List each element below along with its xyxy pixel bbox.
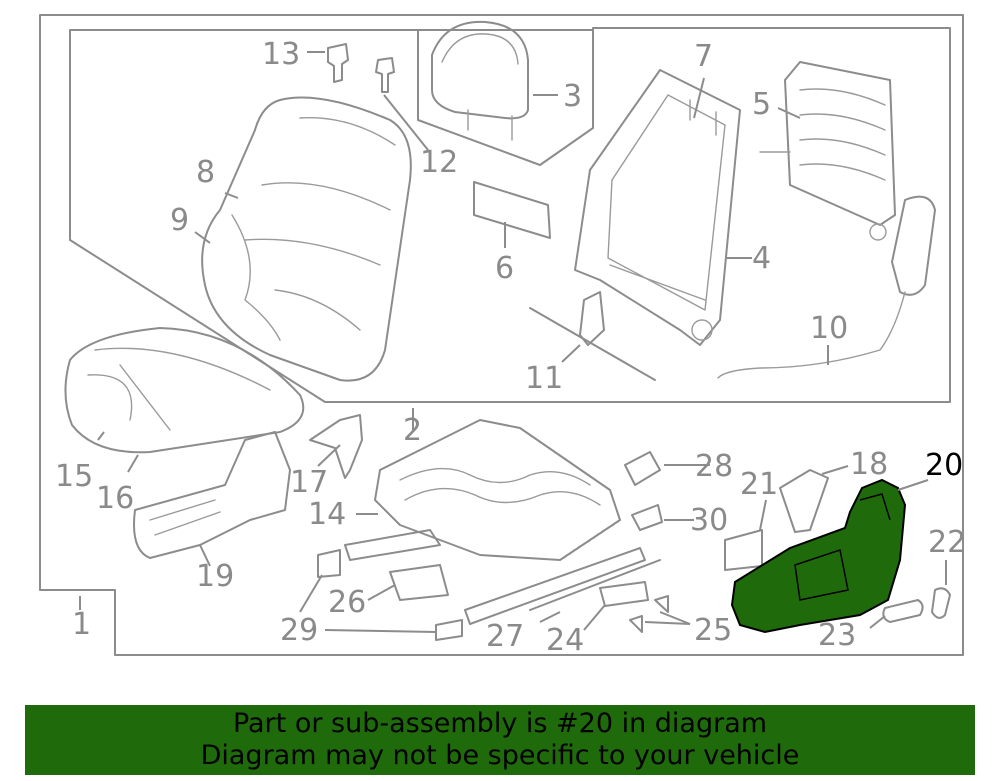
part-30	[631, 504, 663, 531]
lumbar-support-part	[759, 61, 896, 241]
callout-17: 17	[290, 465, 328, 500]
callout-25: 25	[694, 613, 732, 648]
callout-24: 24	[546, 623, 584, 658]
callout-7: 7	[694, 39, 713, 74]
callout-10: 10	[810, 311, 848, 346]
callout-19: 19	[196, 559, 234, 594]
disclaimer-banner: Part or sub-assembly is #20 in diagram D…	[25, 705, 975, 775]
assembly-frame	[39, 14, 964, 656]
callout-18: 18	[850, 447, 888, 482]
callout-30: 30	[690, 503, 728, 538]
recliner-shaft-part	[529, 291, 656, 381]
callout-26: 26	[328, 585, 366, 620]
callout-20-highlighted: 20	[925, 448, 963, 483]
callout-22: 22	[928, 525, 966, 560]
seat-frame-part	[344, 419, 661, 625]
part-29	[317, 549, 463, 641]
banner-line-part-number: Part or sub-assembly is #20 in diagram	[232, 708, 768, 739]
callout-3: 3	[563, 79, 582, 114]
cover-part-17	[309, 414, 363, 479]
part-18	[779, 469, 829, 533]
seat-side-cover-highlighted	[730, 478, 907, 634]
callout-28: 28	[695, 449, 733, 484]
seat-cushion-part	[64, 327, 305, 454]
callout-11: 11	[525, 361, 563, 396]
clip-part	[327, 43, 395, 93]
side-airbag-part	[717, 195, 936, 379]
callout-27: 27	[486, 619, 524, 654]
callout-12: 12	[420, 145, 458, 180]
callout-5: 5	[752, 87, 771, 122]
callout-4: 4	[752, 241, 771, 276]
callout-6: 6	[495, 251, 514, 286]
seatback-frame-part	[574, 69, 741, 346]
callout-15: 15	[55, 459, 93, 494]
callout-2: 2	[403, 413, 422, 448]
headrest-part	[431, 20, 529, 141]
callout-29: 29	[280, 613, 318, 648]
callout-14: 14	[308, 497, 346, 532]
callout-9: 9	[170, 203, 189, 238]
callout-16: 16	[96, 481, 134, 516]
callout-8: 8	[196, 155, 215, 190]
seat-side-shield-part	[133, 431, 291, 559]
part-26	[389, 564, 449, 601]
part-24	[599, 581, 649, 607]
leader-lines	[79, 51, 947, 633]
callout-1: 1	[72, 607, 91, 642]
part-22	[931, 587, 951, 619]
callout-23: 23	[818, 618, 856, 653]
part-25	[629, 595, 669, 633]
bracket-part	[473, 181, 551, 239]
part-28	[624, 451, 661, 486]
part-23	[882, 599, 924, 623]
callout-21: 21	[740, 467, 778, 502]
banner-line-disclaimer: Diagram may not be specific to your vehi…	[200, 740, 800, 771]
callout-13: 13	[262, 37, 300, 72]
part-21	[724, 529, 763, 571]
seat-parts-diagram: 13 12 3 7 5 8 9 6 4 10 11 2 15 16 17 14 …	[39, 14, 966, 658]
seatback-cushion-part	[201, 96, 412, 382]
